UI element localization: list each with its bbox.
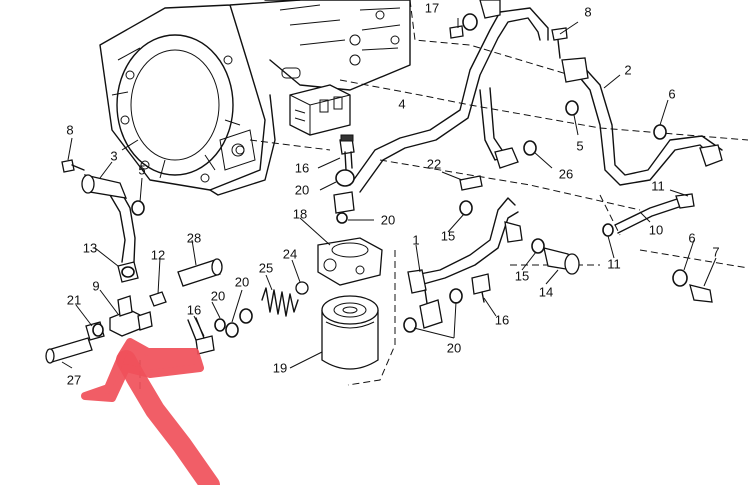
pipe-4 — [349, 0, 549, 193]
callout-label: 25 — [258, 260, 274, 276]
callout-label: 1 — [412, 232, 420, 248]
callout-label: 8 — [584, 4, 592, 20]
hose-10 — [614, 193, 695, 234]
callout-label: 27 — [66, 372, 82, 388]
callout-label: 7 — [712, 244, 720, 260]
callout-label: 21 — [66, 292, 82, 308]
callout-label: 16 — [494, 312, 510, 328]
callout-label: 22 — [426, 156, 442, 172]
callout-label: 11 — [607, 256, 621, 272]
bolts — [61, 25, 713, 355]
callout-label: 9 — [92, 278, 100, 294]
pipe-3 — [81, 174, 136, 263]
callout-label: 5 — [138, 162, 146, 178]
callout-label: 20 — [380, 212, 396, 228]
callout-label: 8 — [66, 122, 74, 138]
callout-label: 13 — [82, 240, 98, 256]
oil-filter — [321, 295, 379, 370]
check-ball — [295, 281, 309, 295]
filter-head — [317, 237, 383, 286]
callout-label: 20 — [446, 340, 462, 356]
callout-label: 3 — [110, 148, 118, 164]
callout-label: 18 — [292, 206, 308, 222]
callout-label: 12 — [150, 247, 166, 263]
pipe-2 — [561, 57, 723, 186]
callout-label: 11 — [651, 178, 665, 194]
pipe-1 — [407, 197, 523, 329]
callout-label: 20 — [294, 182, 310, 198]
callout-label: 20 — [210, 288, 226, 304]
callout-label: 6 — [668, 86, 676, 102]
callout-label: 16 — [294, 160, 310, 176]
callout-label: 20 — [234, 274, 250, 290]
callout-label: 15 — [514, 268, 530, 284]
callout-label: 10 — [648, 222, 664, 238]
washers — [92, 13, 688, 338]
callout-label: 17 — [424, 0, 440, 16]
callout-label: 26 — [558, 166, 574, 182]
callout-label: 15 — [440, 228, 456, 244]
callout-label: 16 — [186, 302, 202, 318]
callout-label: 19 — [272, 360, 288, 376]
control-valve — [289, 84, 351, 136]
callout-label: 2 — [624, 62, 632, 78]
callout-label: 5 — [576, 138, 584, 154]
callout-label: 28 — [186, 230, 202, 246]
leader-lines — [61, 18, 717, 369]
transmission-housing — [99, 0, 301, 196]
callout-label: 6 — [688, 230, 696, 246]
callout-label: 4 — [398, 96, 406, 112]
spring — [261, 287, 299, 317]
callout-label: 14 — [538, 284, 554, 300]
upper-case-block — [264, 0, 411, 91]
callout-label: 24 — [282, 246, 298, 262]
red-arrow-annotation — [81, 338, 220, 485]
